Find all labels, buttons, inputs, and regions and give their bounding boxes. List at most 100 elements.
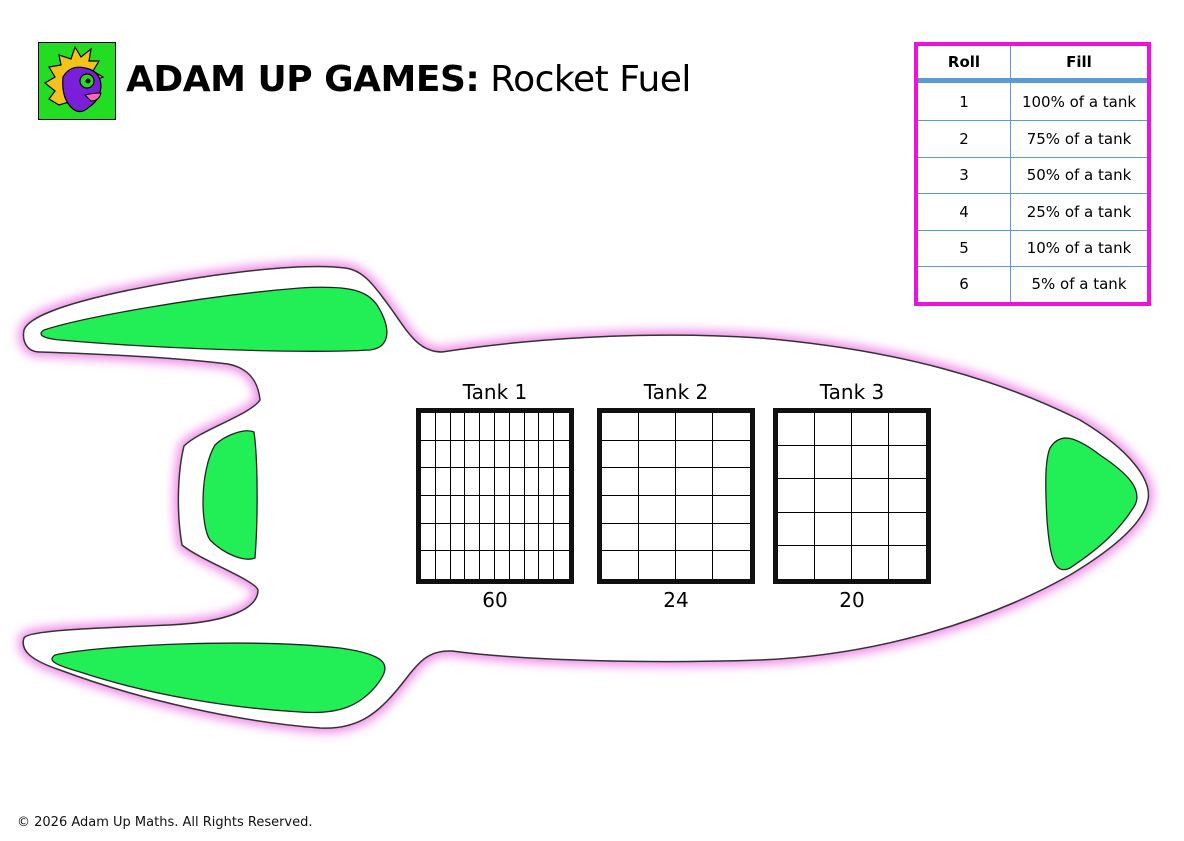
tank-cell[interactable] xyxy=(450,523,466,552)
tank-cell[interactable] xyxy=(495,440,510,469)
tank-cell[interactable] xyxy=(539,468,555,496)
tank-cell[interactable] xyxy=(435,413,451,441)
tank-cell[interactable] xyxy=(495,495,510,524)
tank-cell[interactable] xyxy=(525,551,540,579)
tank-cell[interactable] xyxy=(480,551,495,579)
tank-cell[interactable] xyxy=(509,440,525,469)
tank-cell[interactable] xyxy=(639,551,676,579)
tank-cell[interactable] xyxy=(713,413,750,441)
tank-cell[interactable] xyxy=(510,551,525,579)
tank-cell[interactable] xyxy=(852,413,889,447)
tank-grid[interactable] xyxy=(416,408,574,584)
tank-cell[interactable] xyxy=(676,551,713,579)
tank-cell[interactable] xyxy=(495,468,510,496)
tank-cell[interactable] xyxy=(524,523,540,552)
tank-cell[interactable] xyxy=(495,551,510,579)
tank-cell[interactable] xyxy=(778,446,815,480)
tank-cell[interactable] xyxy=(421,413,436,441)
tank-cell[interactable] xyxy=(465,551,481,579)
tank-cell[interactable] xyxy=(465,440,481,469)
tank-cell[interactable] xyxy=(639,495,676,524)
tank-cell[interactable] xyxy=(815,446,852,480)
tank-cell[interactable] xyxy=(889,513,926,546)
tank-cell[interactable] xyxy=(509,413,525,441)
tank-cell[interactable] xyxy=(465,495,481,524)
tank-cell[interactable] xyxy=(554,413,569,441)
tank-cell[interactable] xyxy=(421,523,436,552)
tank-cell[interactable] xyxy=(524,468,540,496)
tank-cell[interactable] xyxy=(524,495,540,524)
tank-cell[interactable] xyxy=(676,468,713,496)
tank-cell[interactable] xyxy=(852,512,889,546)
tank-cell[interactable] xyxy=(480,495,495,524)
tank-cell[interactable] xyxy=(778,479,815,513)
tank-cell[interactable] xyxy=(436,551,451,579)
tank-cell[interactable] xyxy=(421,468,436,496)
tank-cell[interactable] xyxy=(676,440,713,469)
tank-cell[interactable] xyxy=(778,545,815,579)
tank-cell[interactable] xyxy=(713,441,750,469)
tank-cell[interactable] xyxy=(450,468,466,496)
tank-cell[interactable] xyxy=(889,413,926,447)
tank-cell[interactable] xyxy=(480,468,495,496)
tank-cell[interactable] xyxy=(539,523,555,552)
tank-cell[interactable] xyxy=(889,479,926,513)
tank-cell[interactable] xyxy=(852,479,889,513)
tank-cell[interactable] xyxy=(495,413,510,441)
tank-cell[interactable] xyxy=(639,523,676,552)
tank-cell[interactable] xyxy=(602,495,639,524)
tank-cell[interactable] xyxy=(524,413,540,441)
tank-cell[interactable] xyxy=(539,413,555,441)
tank-cell[interactable] xyxy=(815,413,852,447)
tank-cell[interactable] xyxy=(539,551,555,579)
tank-cell[interactable] xyxy=(450,440,466,469)
tank-cell[interactable] xyxy=(676,413,713,441)
tank-cell[interactable] xyxy=(778,413,815,447)
tank-cell[interactable] xyxy=(639,468,676,496)
tank-cell[interactable] xyxy=(602,523,639,552)
tank-cell[interactable] xyxy=(421,440,436,469)
tank-cell[interactable] xyxy=(435,468,451,496)
tank-cell[interactable] xyxy=(509,495,525,524)
tank-cell[interactable] xyxy=(639,440,676,469)
tank-cell[interactable] xyxy=(495,523,510,552)
tank-cell[interactable] xyxy=(713,524,750,552)
tank-cell[interactable] xyxy=(435,495,451,524)
tank-cell[interactable] xyxy=(554,496,569,524)
tank-cell[interactable] xyxy=(815,512,852,546)
tank-cell[interactable] xyxy=(602,413,639,441)
tank-cell[interactable] xyxy=(889,546,926,579)
tank-grid[interactable] xyxy=(773,408,931,584)
tank-cell[interactable] xyxy=(889,446,926,480)
tank-cell[interactable] xyxy=(554,468,569,496)
tank-cell[interactable] xyxy=(435,523,451,552)
tank-cell[interactable] xyxy=(465,413,481,441)
tank-cell[interactable] xyxy=(450,413,466,441)
tank-cell[interactable] xyxy=(713,551,750,579)
tank-cell[interactable] xyxy=(465,523,481,552)
tank-cell[interactable] xyxy=(602,440,639,469)
tank-cell[interactable] xyxy=(509,468,525,496)
tank-cell[interactable] xyxy=(713,496,750,524)
tank-cell[interactable] xyxy=(554,551,569,579)
tank-cell[interactable] xyxy=(480,413,495,441)
tank-cell[interactable] xyxy=(554,524,569,552)
tank-cell[interactable] xyxy=(509,523,525,552)
tank-cell[interactable] xyxy=(421,551,436,579)
tank-cell[interactable] xyxy=(815,479,852,513)
tank-grid[interactable] xyxy=(597,408,755,584)
tank-cell[interactable] xyxy=(602,468,639,496)
tank-cell[interactable] xyxy=(539,440,555,469)
tank-cell[interactable] xyxy=(480,523,495,552)
tank-cell[interactable] xyxy=(435,440,451,469)
tank-cell[interactable] xyxy=(554,441,569,469)
tank-cell[interactable] xyxy=(778,512,815,546)
tank-cell[interactable] xyxy=(676,523,713,552)
tank-cell[interactable] xyxy=(539,495,555,524)
tank-cell[interactable] xyxy=(852,545,889,579)
tank-cell[interactable] xyxy=(480,440,495,469)
tank-cell[interactable] xyxy=(465,468,481,496)
tank-cell[interactable] xyxy=(421,495,436,524)
tank-cell[interactable] xyxy=(450,495,466,524)
tank-cell[interactable] xyxy=(852,446,889,480)
